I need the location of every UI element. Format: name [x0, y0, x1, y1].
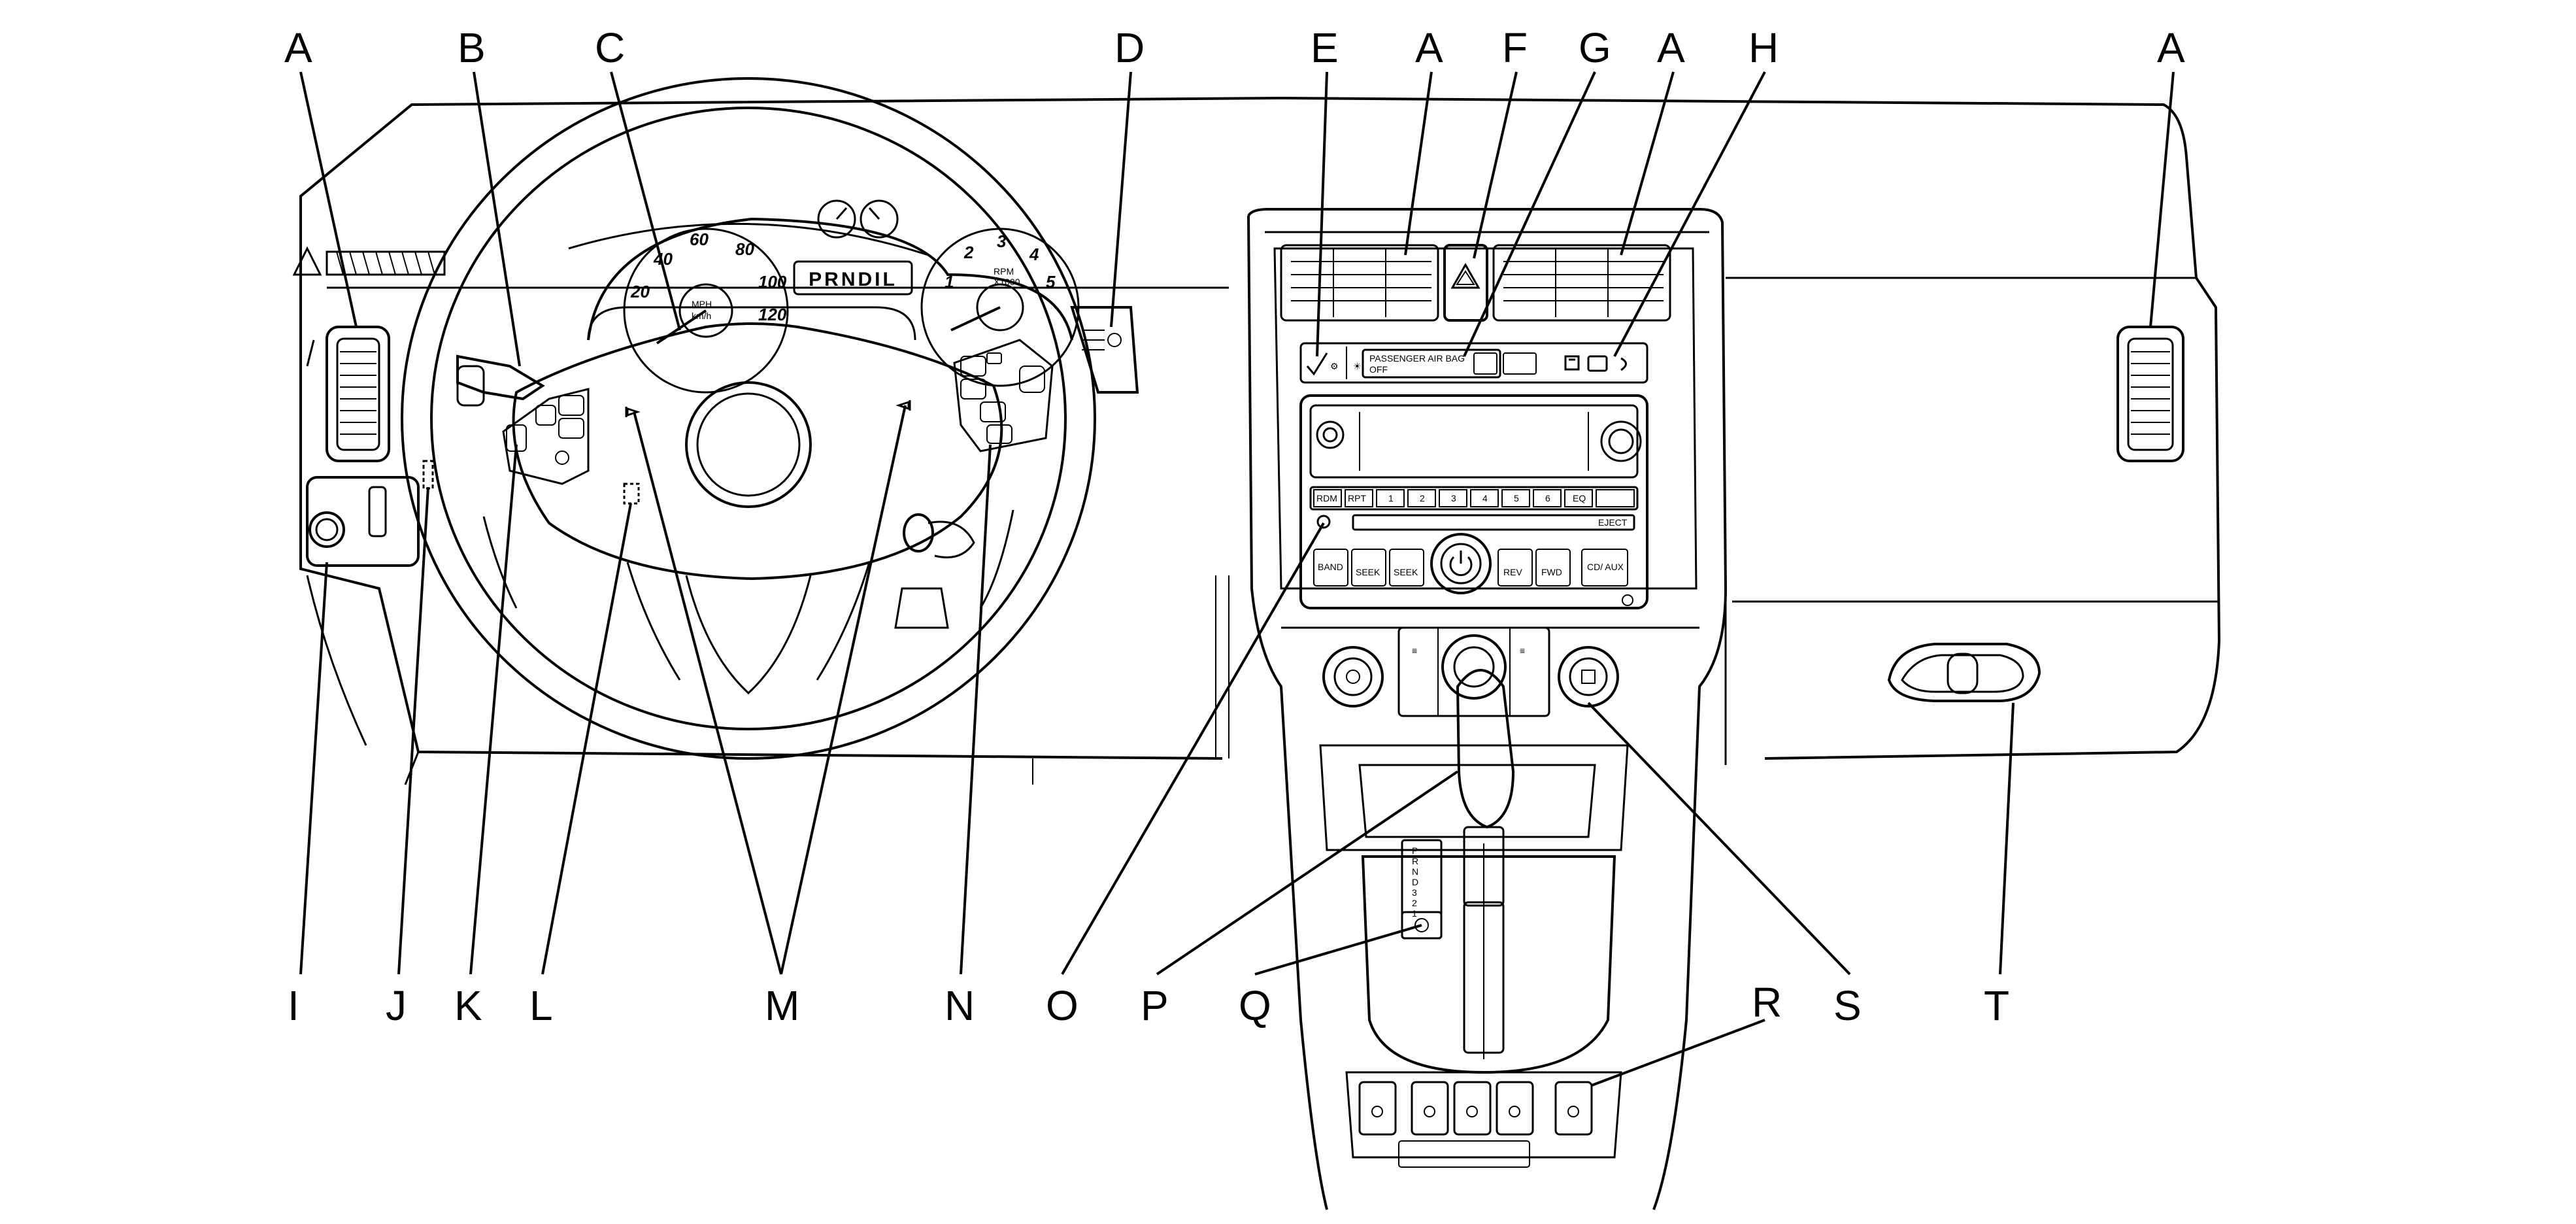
climate-controls: ≡ ≡ [1281, 626, 1699, 717]
radio-button-eq: EQ [1573, 493, 1586, 503]
console-storage-tray [1319, 744, 1629, 851]
callout-h: H [1748, 24, 1779, 71]
gate-2: 2 [1412, 898, 1417, 908]
callout-c: C [595, 24, 625, 71]
tach-number-1: 1 [945, 272, 954, 292]
radio-preset-6: 6 [1545, 493, 1550, 503]
airbag-status: OFF [1369, 364, 1388, 375]
steering-wheel-controls-left [502, 388, 590, 485]
passenger-airbag-indicator [1362, 348, 1501, 379]
tach-scale-label: X1000 [994, 277, 1020, 287]
radio-button-fwd: FWD [1541, 567, 1562, 577]
callout-labels-bottom: I J K L M N O P Q R S T [288, 979, 2009, 1029]
radio-eject-label: EJECT [1598, 517, 1628, 528]
callout-a-center-right-vent: A [1657, 24, 1685, 71]
gate-1: 1 [1412, 908, 1417, 919]
callout-b: B [458, 24, 486, 71]
center-vent-right [1492, 244, 1671, 322]
gate-n: N [1412, 866, 1418, 877]
radio-preset-4: 4 [1482, 493, 1488, 503]
radio-bottom-controls: BAND SEEK SEEK REV FWD CD/ AUX [1313, 533, 1628, 594]
speed-number-20: 20 [630, 282, 650, 301]
radio-button-rev: REV [1503, 567, 1522, 577]
glove-box-handle [1887, 643, 2041, 702]
airbag-label: PASSENGER AIR BAG [1369, 353, 1465, 364]
callout-r: R [1752, 979, 1782, 1026]
callout-n: N [945, 982, 975, 1029]
leader-lines [299, 71, 2175, 1087]
radio-preset-row: RDM RPT 1 2 3 4 5 6 EQ [1309, 486, 1639, 511]
callout-l: L [529, 982, 553, 1029]
gate-d: D [1412, 877, 1418, 887]
callout-a-left-vent: A [284, 24, 312, 71]
svg-text:≡: ≡ [1412, 645, 1417, 656]
indicator-strip: ⚙ ☀ PASSENGER AIR BAG OFF [1299, 342, 1648, 384]
callout-i: I [288, 982, 299, 1029]
steering-wheel-controls-right [953, 339, 1054, 452]
callout-labels-top: A B C D E A F G A H A [284, 24, 2185, 71]
callout-e: E [1311, 24, 1339, 71]
steering-wheel [401, 77, 1096, 760]
speed-number-120: 120 [758, 305, 787, 324]
right-vent [2116, 326, 2184, 462]
headlamp-switch-panel [306, 476, 420, 567]
wiper-lever [1070, 306, 1139, 394]
tach-number-5: 5 [1046, 272, 1056, 292]
shift-lever [1361, 669, 1616, 1074]
gate-p: P [1412, 845, 1418, 856]
radio-button-rpt: RPT [1348, 493, 1366, 503]
radio-preset-1: 1 [1388, 493, 1394, 503]
radio-button-cd-aux: CD/ AUX [1587, 562, 1624, 572]
center-stack [1247, 208, 1728, 1210]
callout-g: G [1579, 24, 1611, 71]
speed-unit-alt-label: km/h [692, 311, 711, 321]
speed-unit-label: MPH [692, 299, 712, 309]
callout-d: D [1114, 24, 1145, 71]
radio-preset-5: 5 [1514, 493, 1519, 503]
console-switch-bank [1345, 1071, 1622, 1168]
callout-q: Q [1239, 982, 1271, 1029]
center-vent-left [1280, 244, 1439, 322]
callout-p: P [1141, 982, 1169, 1029]
svg-text:⚙: ⚙ [1330, 361, 1339, 371]
instrument-cluster: 20 40 60 80 100 120 MPH km/h PRNDIL 1 2 … [587, 199, 1080, 394]
callout-s: S [1833, 982, 1862, 1029]
gate-3: 3 [1412, 887, 1417, 898]
gate-r: R [1412, 856, 1418, 866]
tach-number-3: 3 [997, 231, 1007, 251]
ignition-switch [894, 513, 975, 629]
shift-gate-indicator: P R N D 3 2 1 [1401, 839, 1443, 940]
tach-number-4: 4 [1029, 245, 1039, 264]
hazard-warning-button [1443, 244, 1488, 322]
radio-button-band: BAND [1318, 562, 1343, 572]
radio-unit: RDM RPT 1 2 3 4 5 6 EQ EJECT BAND SEEK S… [1299, 394, 1648, 609]
radio-button-seek-right: SEEK [1394, 567, 1418, 577]
defroster-vent-left [292, 246, 446, 276]
tach-unit-label: RPM [994, 266, 1014, 277]
turn-signal-lever [456, 354, 545, 407]
radio-preset-2: 2 [1420, 493, 1425, 503]
callout-o: O [1046, 982, 1079, 1029]
callout-k: K [454, 982, 482, 1029]
svg-text:≡: ≡ [1520, 645, 1525, 656]
gear-indicator-display: PRNDIL [809, 269, 897, 290]
radio-button-rdm: RDM [1316, 493, 1337, 503]
speed-number-60: 60 [690, 230, 709, 249]
callout-t: T [1984, 982, 2009, 1029]
tach-number-2: 2 [963, 243, 974, 262]
speed-number-100: 100 [758, 272, 787, 292]
speed-number-80: 80 [735, 239, 754, 259]
hood-release-handle [422, 460, 434, 490]
callout-j: J [386, 982, 407, 1029]
left-vent [326, 326, 390, 462]
radio-button-seek-left: SEEK [1356, 567, 1380, 577]
callout-m: M [765, 982, 799, 1029]
radio-preset-3: 3 [1451, 493, 1456, 503]
callout-a-right-vent: A [2157, 24, 2185, 71]
callout-f: F [1502, 24, 1528, 71]
svg-text:☀: ☀ [1353, 361, 1362, 371]
callout-a-center-left-vent: A [1415, 24, 1443, 71]
